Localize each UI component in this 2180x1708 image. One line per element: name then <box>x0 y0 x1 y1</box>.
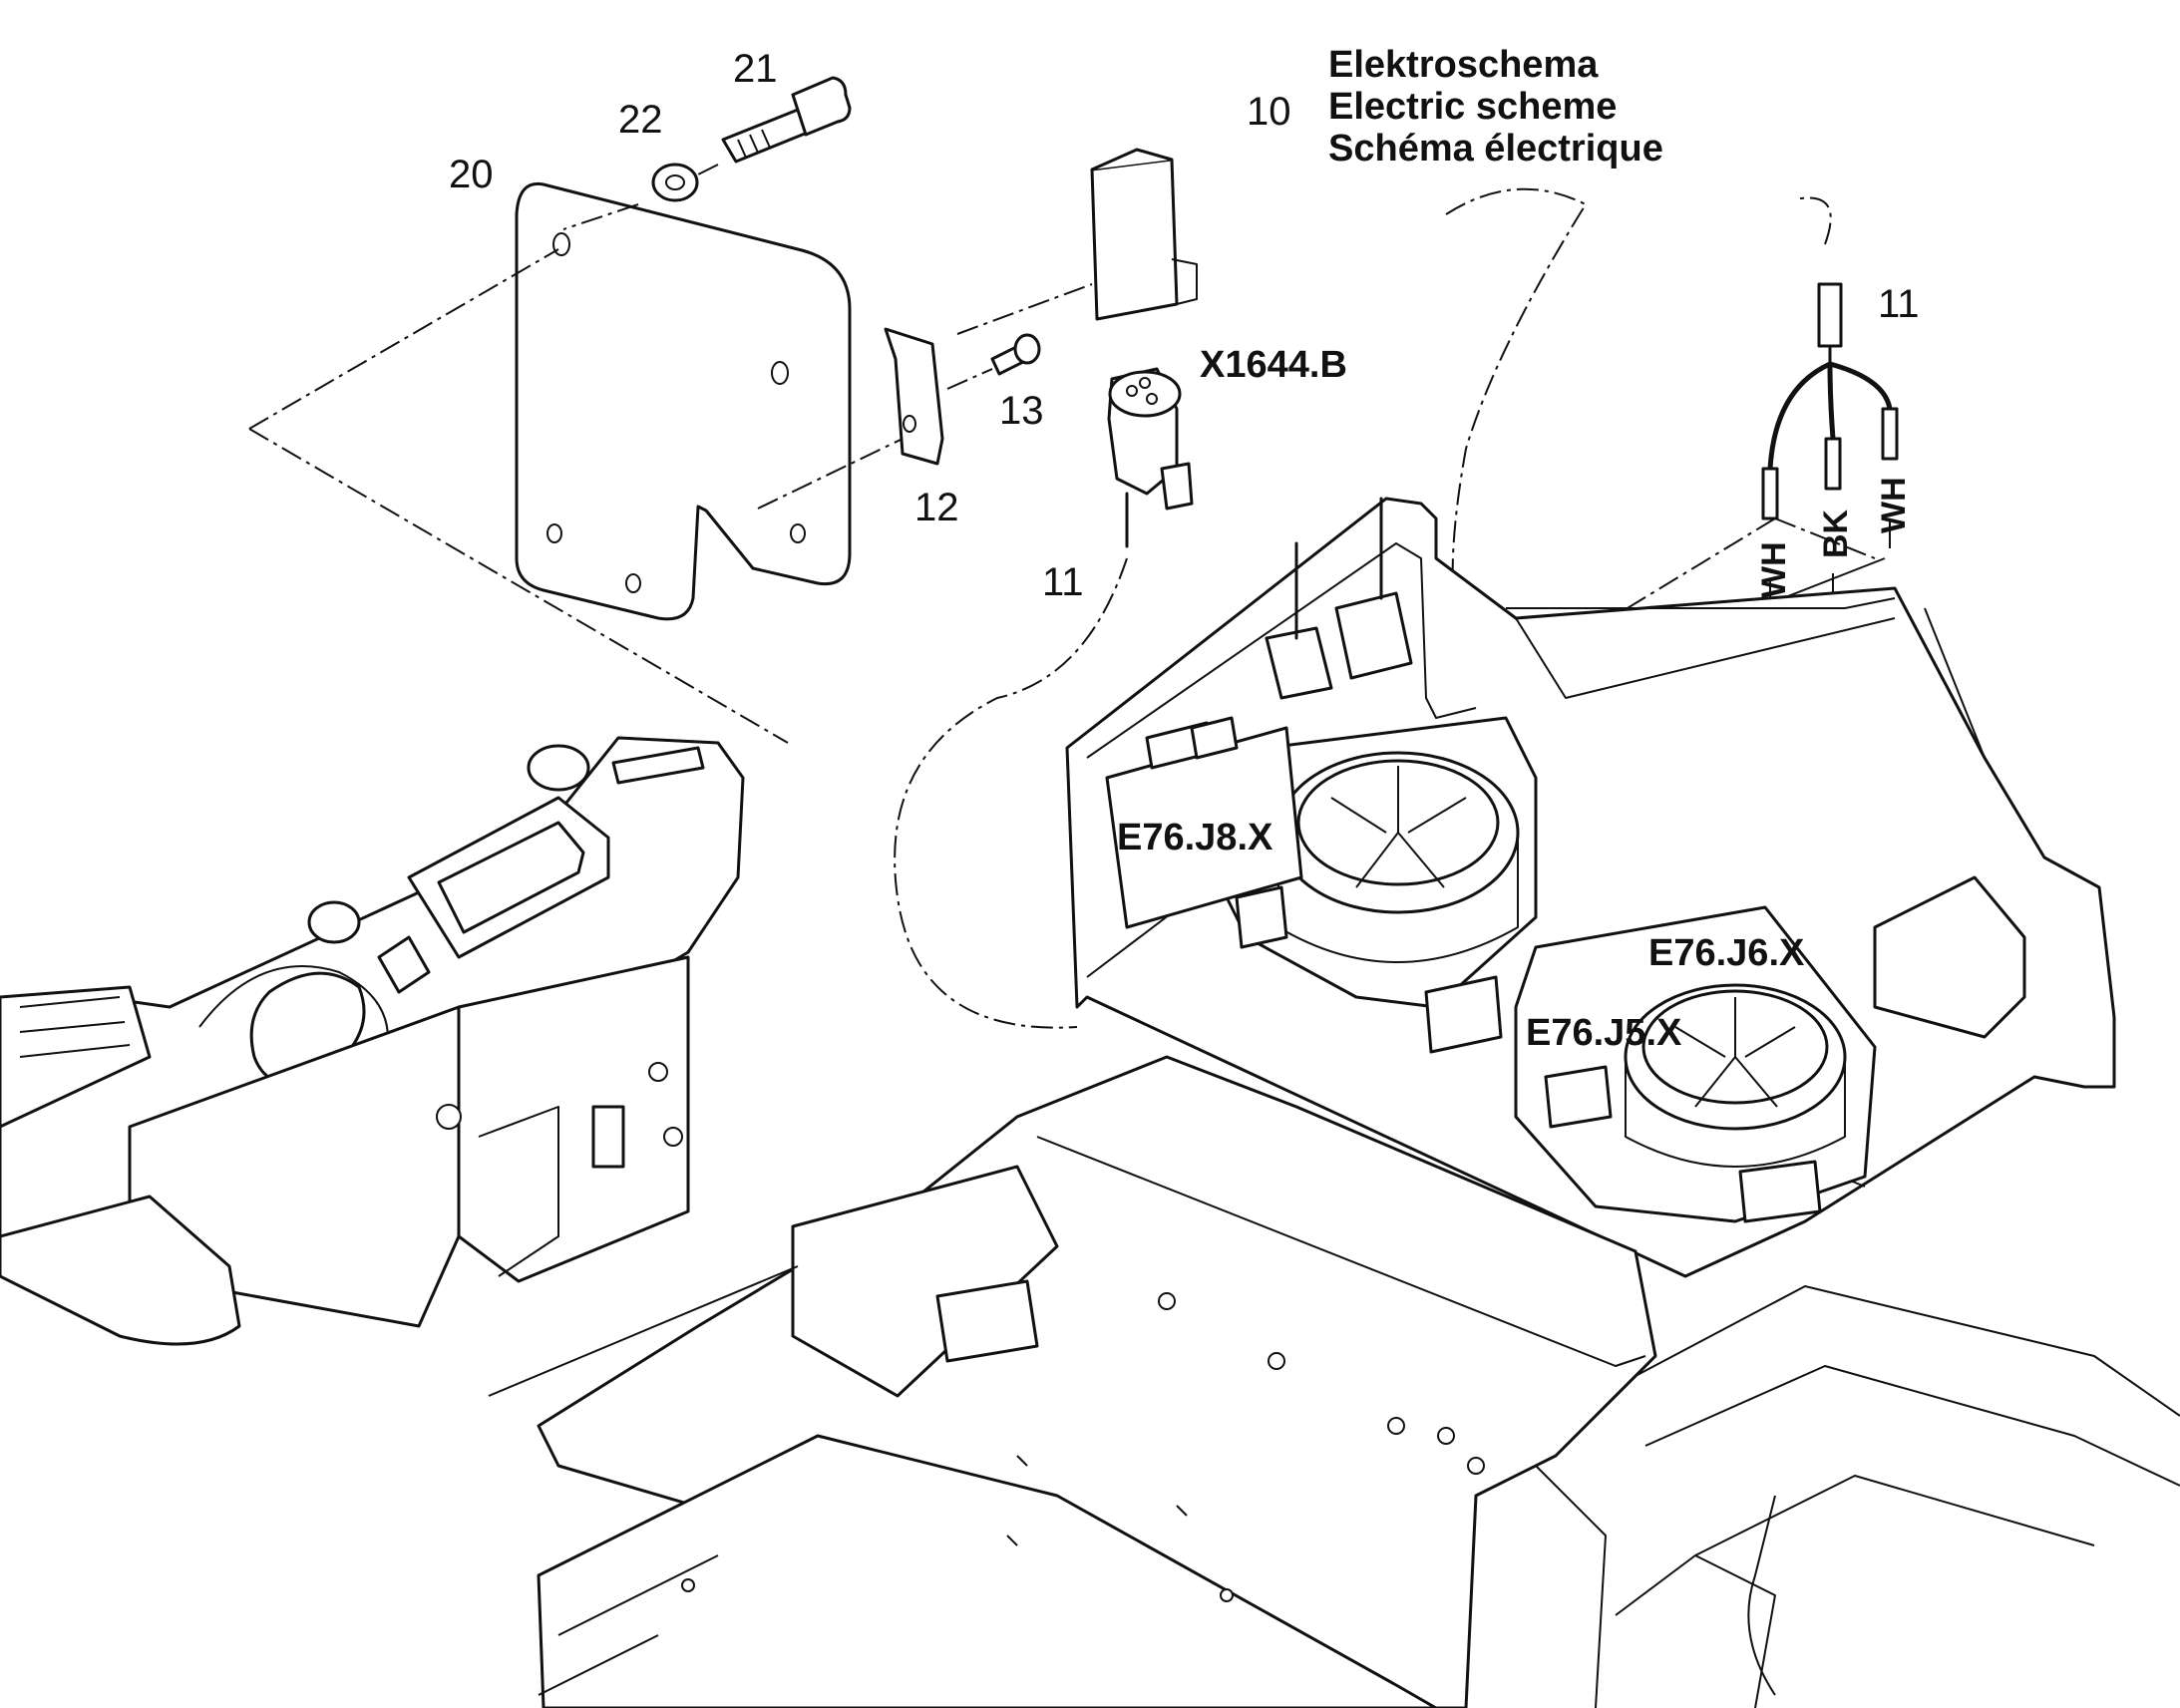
connector-x1644b <box>1107 367 1194 548</box>
title-line-french: Schéma électrique <box>1328 128 1663 170</box>
motor-controller-lower <box>1544 983 1847 1223</box>
title-line-german: Elektroschema <box>1328 44 1599 86</box>
wire-label-wh-left: WH <box>1755 541 1793 598</box>
callout-12: 12 <box>914 486 959 529</box>
callout-13: 13 <box>999 389 1044 433</box>
bolt-21 <box>721 76 852 164</box>
operator-console <box>0 736 745 1346</box>
callout-11-cable: 11 <box>1878 282 1920 326</box>
callout-21: 21 <box>733 47 778 91</box>
callout-labels: 20 21 22 13 12 11 11 <box>449 47 1920 604</box>
motor-controller-upper <box>1235 751 1520 1054</box>
washer-22 <box>651 163 699 202</box>
wire-color-labels: WH BK WH <box>1755 477 1913 598</box>
cable-11 <box>1761 282 1899 604</box>
label-e76-j6: E76.J6.X <box>1648 932 1805 974</box>
label-x1644b: X1644.B <box>1200 344 1347 386</box>
mounting-plate-20 <box>515 181 852 621</box>
wire-label-bk: BK <box>1817 509 1855 558</box>
machine-frame <box>1065 497 2116 1278</box>
title-block-number: 10 <box>1247 90 1291 134</box>
title-line-english: Electric scheme <box>1328 86 1617 128</box>
bracket-12 <box>884 327 944 466</box>
ecu-module-e76 <box>1105 497 1413 929</box>
connector-labels: X1644.B E76.J8.X E76.J6.X E76.J5.X <box>1117 344 1805 1054</box>
callout-20: 20 <box>449 153 494 196</box>
callout-22: 22 <box>618 98 663 142</box>
label-e76-j5: E76.J5.X <box>1526 1012 1682 1054</box>
connector-housing <box>1090 148 1198 321</box>
wire-label-wh-right: WH <box>1875 477 1913 533</box>
title-block: 10 Elektroschema Electric scheme Schéma … <box>1247 44 1663 170</box>
label-e76-j8: E76.J8.X <box>1117 817 1273 858</box>
machine-base <box>488 1055 2180 1708</box>
screw-13 <box>990 333 1041 376</box>
callout-11-connector: 11 <box>1042 560 1084 604</box>
